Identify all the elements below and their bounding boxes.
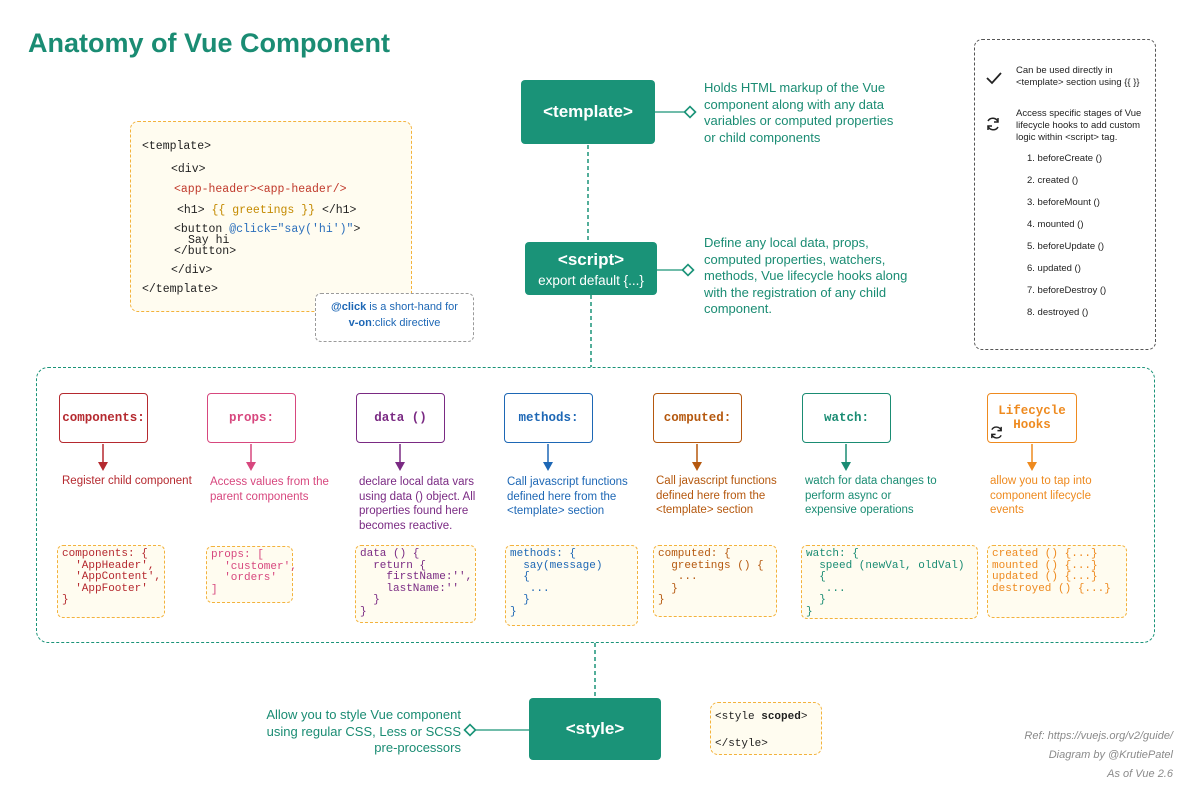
- author-credit: Diagram by @KrutiePatel: [1048, 749, 1173, 761]
- option-props-code: props: [ 'customer', 'orders' ]: [206, 546, 297, 603]
- code-line: </button>: [174, 245, 237, 258]
- option-arrowhead: [692, 462, 702, 471]
- option-computed-code: computed: { greetings () { ... } }: [653, 545, 777, 617]
- option-methods-code: methods: { say(message) { ... } }: [505, 545, 638, 626]
- style-code-box: <style scoped> </style>: [710, 702, 822, 755]
- code-line: Say hi: [188, 234, 230, 247]
- code-line: <div>: [171, 163, 206, 176]
- option-computed-desc: Call javascript functions defined here f…: [656, 475, 777, 516]
- option-data: data (): [356, 393, 445, 443]
- legend-box: Can be used directly in <template> secti…: [974, 39, 1156, 350]
- option-lifecycle-desc: allow you to tap into component lifecycl…: [990, 475, 1092, 516]
- code-line: </div>: [171, 264, 213, 277]
- code-line: <h1> {{ greetings }} </h1>: [177, 204, 357, 217]
- template-description: Holds HTML markup of the Vue component a…: [704, 80, 894, 145]
- hook-item: 6. updated (): [1027, 263, 1081, 274]
- check-legend-text: Can be used directly in <template> secti…: [1016, 65, 1140, 88]
- option-lifecycle-hooks: Lifecycle Hooks: [987, 393, 1077, 443]
- option-watch-code: watch: { speed (newVal, oldVal) { ... } …: [801, 545, 978, 619]
- page-title: Anatomy of Vue Component: [28, 28, 390, 58]
- option-arrowhead: [543, 462, 553, 471]
- script-description: Define any local data, props, computed p…: [704, 235, 908, 316]
- option-methods: methods:: [504, 393, 593, 443]
- refresh-icon: [991, 426, 1002, 439]
- option-props-desc: Access values from the parent components: [210, 476, 329, 503]
- hook-item: 3. beforeMount (): [1027, 197, 1100, 208]
- click-shorthand-callout: @click is a short-hand for v-on:click di…: [315, 293, 474, 342]
- option-arrowhead: [98, 462, 108, 471]
- option-data-desc: declare local data vars using data () ob…: [359, 476, 476, 532]
- hook-item: 2. created (): [1027, 175, 1079, 186]
- option-arrowhead: [841, 462, 851, 471]
- refresh-icon: [987, 117, 999, 131]
- option-arrowhead: [1027, 462, 1037, 471]
- option-components-code: components: { 'AppHeader', 'AppContent',…: [57, 545, 165, 618]
- check-icon: [986, 72, 1002, 85]
- option-watch-desc: watch for data changes to perform async …: [805, 475, 937, 516]
- version-note: As of Vue 2.6: [1107, 768, 1173, 780]
- option-arrowhead: [395, 462, 405, 471]
- hook-item: 1. beforeCreate (): [1027, 153, 1102, 164]
- hook-item: 7. beforeDestroy (): [1027, 285, 1107, 296]
- option-props: props:: [207, 393, 296, 443]
- style-node: <style>: [529, 698, 661, 760]
- option-watch: watch:: [802, 393, 891, 443]
- script-node: <script> export default {...}: [525, 242, 657, 295]
- option-arrowhead: [246, 462, 256, 471]
- code-line: <template>: [142, 140, 212, 153]
- style-description: Allow you to style Vue component using r…: [266, 707, 461, 755]
- reference-link: Ref: https://vuejs.org/v2/guide/: [1024, 730, 1173, 742]
- lifecycle-legend-text: Access specific stages of Vue lifecycle …: [1016, 108, 1142, 143]
- option-data-code: data () { return { firstName:'', lastNam…: [355, 545, 476, 623]
- option-computed: computed:: [653, 393, 742, 443]
- code-line: </template>: [142, 283, 218, 296]
- options-section: [36, 367, 1155, 643]
- template-node: <template>: [521, 80, 655, 144]
- code-line: <button @click="say('hi')">: [174, 223, 361, 236]
- credits: Ref: https://vuejs.org/v2/guide/ Diagram…: [923, 727, 1173, 784]
- option-components-desc: Register child component: [62, 475, 192, 487]
- option-methods-desc: Call javascript functions defined here f…: [507, 476, 628, 517]
- option-components: components:: [59, 393, 148, 443]
- option-lifecycle-code: created () {...} mounted () {...} update…: [987, 545, 1127, 618]
- template-code-box: <template> <div> <app-header><app-header…: [130, 121, 412, 312]
- hook-item: 4. mounted (): [1027, 219, 1084, 230]
- hook-item: 5. beforeUpdate (): [1027, 241, 1105, 252]
- code-line: <app-header><app-header/>: [174, 183, 347, 196]
- hook-item: 8. destroyed (): [1027, 307, 1089, 318]
